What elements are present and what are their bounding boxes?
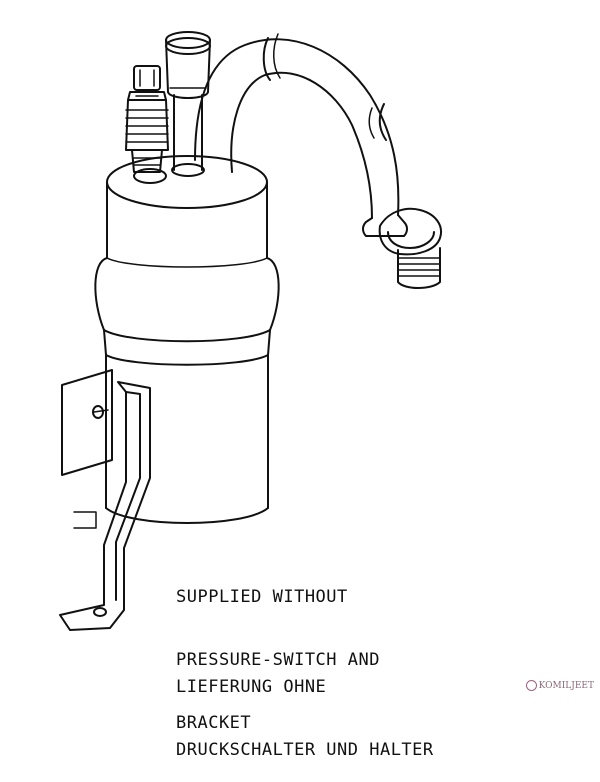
- watermark-text: KOMILJEET: [538, 681, 594, 691]
- note-german-line-1: LIEFERUNG OHNE: [176, 677, 327, 697]
- note-english: SUPPLIED WITHOUT PRESSURE-SWITCH AND BRA…: [176, 545, 380, 755]
- note-english-line-2: PRESSURE-SWITCH AND: [176, 650, 380, 670]
- note-german-line-2: DRUCKSCHALTER UND HALTER: [176, 740, 434, 760]
- pipe-stub: [165, 31, 211, 171]
- receiver-drier-drawing: [59, 31, 442, 631]
- hose: [194, 33, 400, 219]
- watermark: KOMILJEET: [525, 680, 594, 691]
- mounting-bracket: [59, 369, 151, 631]
- pressure-switch: [125, 65, 169, 173]
- drier-canister: [94, 155, 280, 524]
- note-german: LIEFERUNG OHNE DRUCKSCHALTER UND HALTER: [176, 635, 434, 782]
- watermark-logo-icon: [525, 680, 537, 691]
- hose-fitting: [362, 207, 442, 289]
- note-english-line-1: SUPPLIED WITHOUT: [176, 587, 348, 607]
